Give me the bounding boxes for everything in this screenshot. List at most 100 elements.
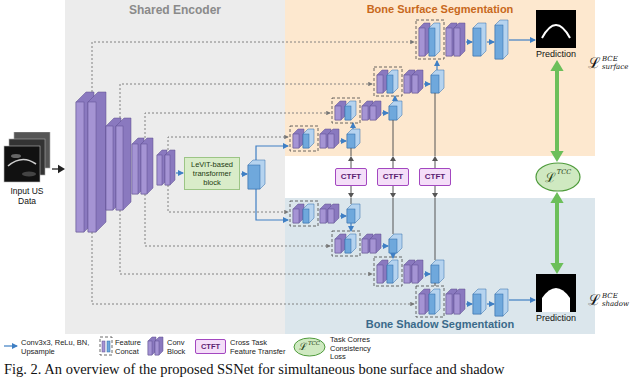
- loss-symbol: ℒ: [588, 54, 601, 72]
- shadow-decoder-part: [370, 234, 381, 253]
- surface-decoder-part: [466, 41, 472, 42]
- input-image-node: Input US Data: [2, 132, 52, 206]
- encoder-blocks-part: [88, 102, 96, 232]
- shadow-decoder-part: [335, 234, 346, 253]
- connector-line: [52, 168, 59, 169]
- prediction-node: Prediction: [533, 10, 579, 60]
- ctft-label: CTFT: [383, 172, 403, 182]
- shadow-decoder-part: [328, 204, 339, 223]
- shadow-decoder-part: [345, 234, 356, 253]
- panel-heading: Bone Shadow Segmentation: [366, 318, 515, 331]
- shadow-decoder-part: [495, 289, 508, 316]
- surface-decoder-part: [389, 106, 397, 120]
- skip-connections-part: [168, 185, 288, 212]
- shadow-decoder-part: [404, 265, 410, 283]
- loss-symbol: ℒ: [545, 170, 556, 185]
- ellipse-shape: [22, 172, 36, 177]
- encoder-blocks-part: [76, 102, 84, 232]
- shadow-decoder-part: [446, 294, 452, 314]
- connector: [432, 186, 438, 198]
- loss-ellipse: ℒTCC: [535, 162, 581, 192]
- legend-icons-part: [155, 341, 159, 355]
- legend-item: Cross Task Feature Transfer: [230, 339, 290, 356]
- surface-decoder-part: [303, 129, 314, 148]
- legend-icons-part: [4, 345, 17, 346]
- surface-decoder-part: [412, 70, 423, 93]
- shadow-decoder-part: [377, 265, 383, 283]
- surface-decoder-part: [345, 101, 356, 120]
- caption-box: Fig. 2. An overview of the proposed SSNe…: [4, 361, 638, 378]
- arrowhead: [390, 193, 396, 198]
- shadow-panel: Bone Shadow Segmentation Prediction: [285, 198, 595, 334]
- connector: [390, 186, 396, 198]
- transformer-box: LeViT-based transformer block: [184, 157, 240, 190]
- surface-decoder-part: [362, 106, 368, 120]
- prediction-label: Prediction: [536, 313, 576, 324]
- shadow-decoder-part: [293, 209, 299, 223]
- encoder-blocks-part: [132, 138, 144, 194]
- ctft-box: CTFT: [419, 168, 451, 186]
- legend-icons-part: [100, 337, 112, 355]
- legend-item: Conv Block: [167, 339, 192, 356]
- shadow-decoder-part: [424, 273, 430, 274]
- shadow-decoder-part: [387, 265, 393, 283]
- connector: [348, 156, 354, 168]
- connector: [390, 156, 396, 168]
- surface-decoder-part: [393, 120, 394, 156]
- connector-line: [435, 160, 436, 168]
- shadow-decoder-part: [393, 198, 394, 234]
- surface-decoder-part: [387, 75, 393, 93]
- surface-decoder-part: [320, 134, 326, 148]
- loss-superscript: TCC: [557, 168, 571, 176]
- shadow-decoder-part: [392, 253, 393, 258]
- surface-decoder-part: [473, 28, 481, 56]
- shadow-decoder-part: [332, 231, 360, 256]
- arrowhead: [550, 151, 563, 162]
- connector-line: [393, 186, 394, 194]
- encoder-blocks-part: [248, 160, 265, 189]
- shadow-decoder: [290, 198, 535, 317]
- arrowhead: [432, 193, 438, 198]
- shadow-decoder-part: [473, 289, 486, 314]
- surface-curve: [542, 25, 570, 38]
- skip-connections-part: [168, 137, 288, 150]
- shadow-decoder-part: [419, 294, 425, 314]
- encoder-blocks-part: [157, 150, 167, 185]
- shadow-decoder-part: [345, 239, 351, 253]
- shadow-decoder-part: [454, 289, 465, 314]
- surface-decoder-part: [419, 28, 425, 56]
- surface-decoder-part: [377, 70, 388, 93]
- loss-label: ℒBCEsurface: [588, 54, 628, 72]
- loss-script: BCE: [602, 55, 628, 64]
- encoder-blocks-part: [141, 138, 153, 194]
- encoder-blocks-part: [76, 92, 94, 232]
- connector: [348, 186, 354, 198]
- shadow-decoder-part: [320, 204, 331, 223]
- encoder-blocks-part: [106, 126, 113, 210]
- surface-panel: Bone Surface SegmentationPrediction: [285, 0, 595, 156]
- skip-connections-part: [256, 189, 288, 220]
- surface-decoder-part: [377, 75, 383, 93]
- ellipse-shape: [294, 338, 325, 356]
- shadow-decoder-part: [429, 289, 440, 314]
- legend-icons: [4, 337, 163, 355]
- ellipse-outline: [535, 162, 581, 192]
- shadow-decoder-part: [509, 299, 535, 300]
- surface-decoder-part: [293, 129, 304, 148]
- surface-decoder-part: [487, 41, 494, 42]
- surface-decoder-part: [335, 106, 341, 120]
- surface-decoder-part: [404, 75, 410, 93]
- surface-decoder-part: [387, 70, 398, 93]
- prediction-image: [536, 10, 576, 48]
- box-label: LeViT-based transformer block: [188, 160, 236, 187]
- surface-decoder-part: [416, 20, 444, 59]
- skip-connections-part: [120, 84, 372, 118]
- arrowhead: [58, 165, 65, 173]
- surface-decoder-part: [446, 23, 457, 56]
- legend-text: Conv3x3, ReLu, BN, Upsample: [21, 339, 97, 356]
- shadow-decoder-part: [290, 201, 318, 226]
- connector: [432, 156, 438, 168]
- surface-decoder-part: [454, 23, 465, 56]
- shadow-decoder-part: [473, 294, 481, 314]
- encoder-blocks-part: [176, 172, 183, 173]
